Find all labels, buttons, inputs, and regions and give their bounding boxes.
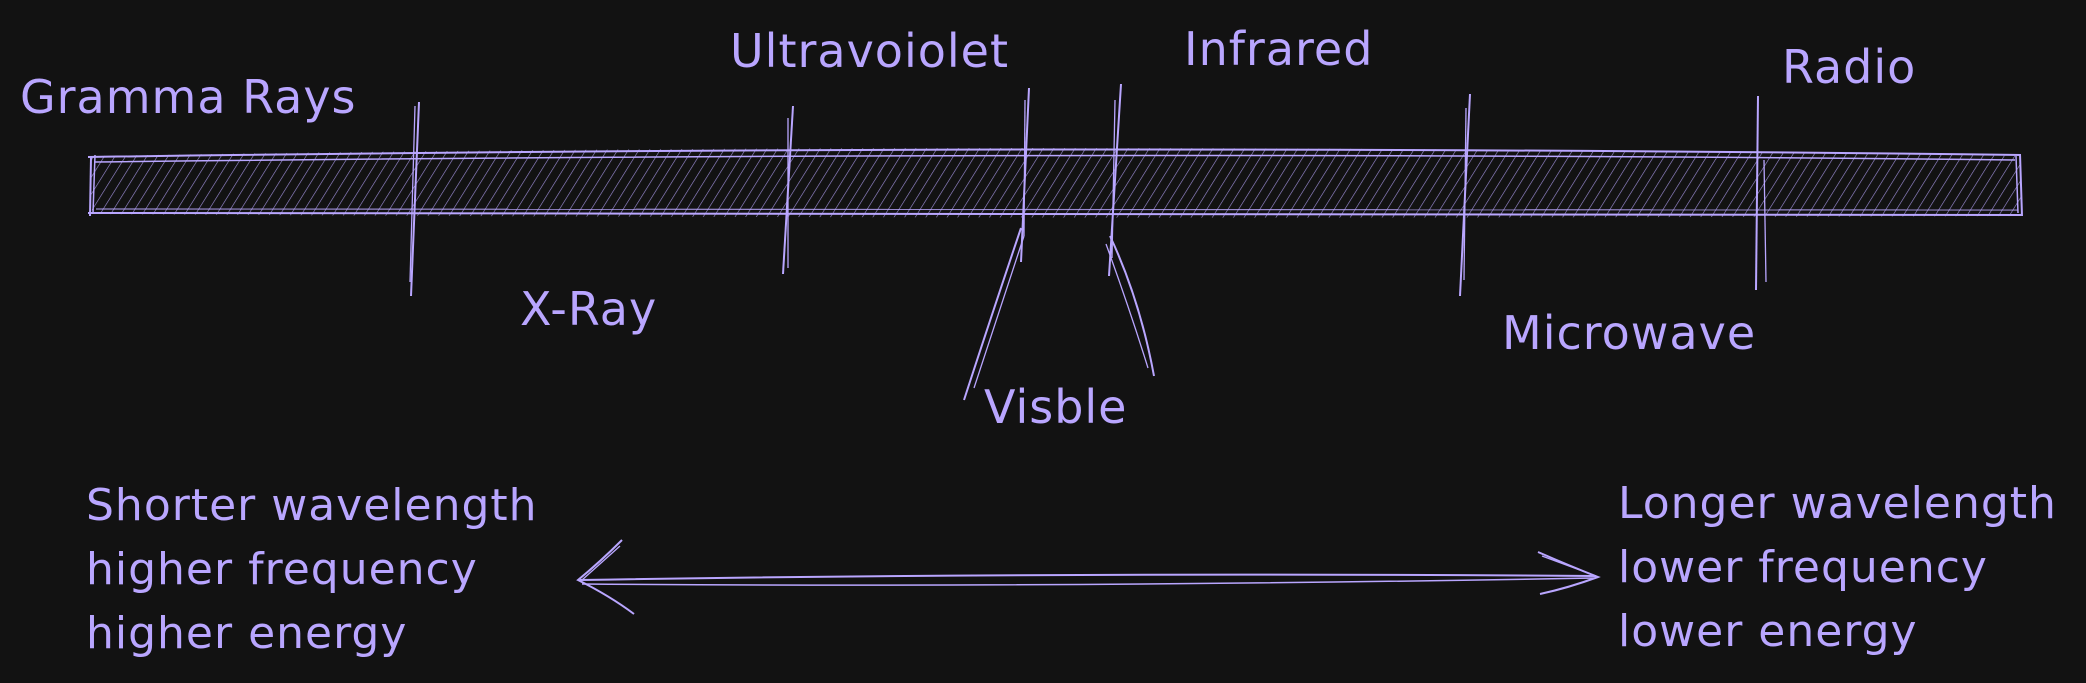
divider-visible-ir bbox=[1108, 83, 1122, 277]
label-x-ray: X-Ray bbox=[520, 282, 658, 336]
arrowhead-left bbox=[576, 539, 635, 615]
divider-microwave-radio bbox=[1755, 95, 1759, 291]
divider-gamma-xray bbox=[410, 101, 420, 297]
band-dividers bbox=[409, 83, 1767, 297]
label-visible: Visble bbox=[984, 380, 1128, 434]
label-gamma-rays: Gramma Rays bbox=[20, 70, 357, 124]
arrowhead-right bbox=[1537, 551, 1601, 595]
short-wavelength-line: Shorter wavelength bbox=[86, 480, 538, 531]
label-ultraviolet: Ultravoiolet bbox=[730, 24, 1009, 78]
lower-energy-line: lower energy bbox=[1618, 606, 1918, 657]
wavelength-arrow bbox=[576, 539, 1601, 615]
label-infrared: Infrared bbox=[1184, 22, 1374, 76]
long-wavelength-line: Longer wavelength bbox=[1618, 478, 2057, 529]
lower-frequency-line: lower frequency bbox=[1618, 542, 1988, 593]
long-wavelength-description: Longer wavelength lower frequency lower … bbox=[1618, 472, 2057, 664]
higher-frequency-line: higher frequency bbox=[86, 544, 478, 595]
visible-pointer bbox=[963, 227, 1155, 401]
label-microwave: Microwave bbox=[1502, 306, 1757, 360]
higher-energy-line: higher energy bbox=[86, 608, 408, 659]
label-radio: Radio bbox=[1782, 40, 1917, 94]
short-wavelength-description: Shorter wavelength higher frequency high… bbox=[86, 474, 538, 666]
spectrum-bar bbox=[87, 148, 2023, 218]
